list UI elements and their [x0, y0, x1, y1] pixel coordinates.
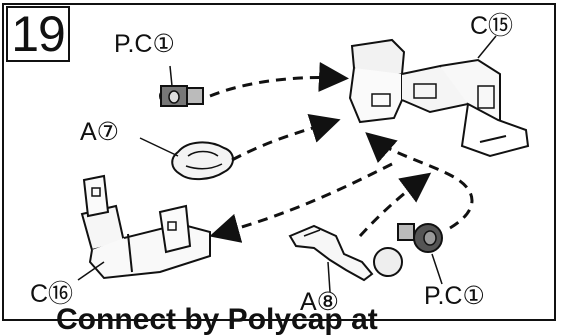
- leader-a7: [139, 137, 179, 157]
- part-c15: [348, 38, 530, 158]
- assembly-arrow-a8: [358, 172, 432, 238]
- leader-c15: [477, 35, 497, 59]
- label-pc-bottom: P.C①: [424, 282, 485, 310]
- instruction-frame: [2, 3, 556, 321]
- instruction-panel: 19 P.C① C⑮ A⑦ C⑯ A⑧ P.C① Connect by Poly…: [2, 3, 556, 336]
- polycap-part-top: [159, 85, 204, 107]
- label-c16: C⑯: [30, 280, 74, 308]
- assembly-diagram: [77, 35, 530, 293]
- assembly-arrow-polycap-top: [209, 61, 349, 98]
- leader-pc-bottom: [431, 253, 443, 285]
- label-a8: A⑧: [300, 288, 340, 316]
- assembly-arrow-c16: [209, 162, 393, 243]
- label-a7: A⑦: [80, 118, 120, 146]
- part-c16: [80, 174, 211, 280]
- part-a8: [288, 224, 403, 282]
- polycap-part-bottom: [397, 223, 443, 253]
- part-a7: [171, 141, 234, 180]
- step-number: 19: [6, 6, 70, 62]
- leader-a8: [327, 261, 331, 293]
- leader-pc-top: [169, 65, 173, 87]
- assembly-arrow-polycap-bottom: [365, 132, 474, 230]
- label-pc-top: P.C①: [114, 30, 175, 58]
- instruction-caption: Connect by Polycap at: [56, 303, 378, 336]
- assembly-arrow-a7: [231, 113, 341, 162]
- leader-c16: [77, 261, 105, 281]
- label-c15: C⑮: [470, 12, 514, 40]
